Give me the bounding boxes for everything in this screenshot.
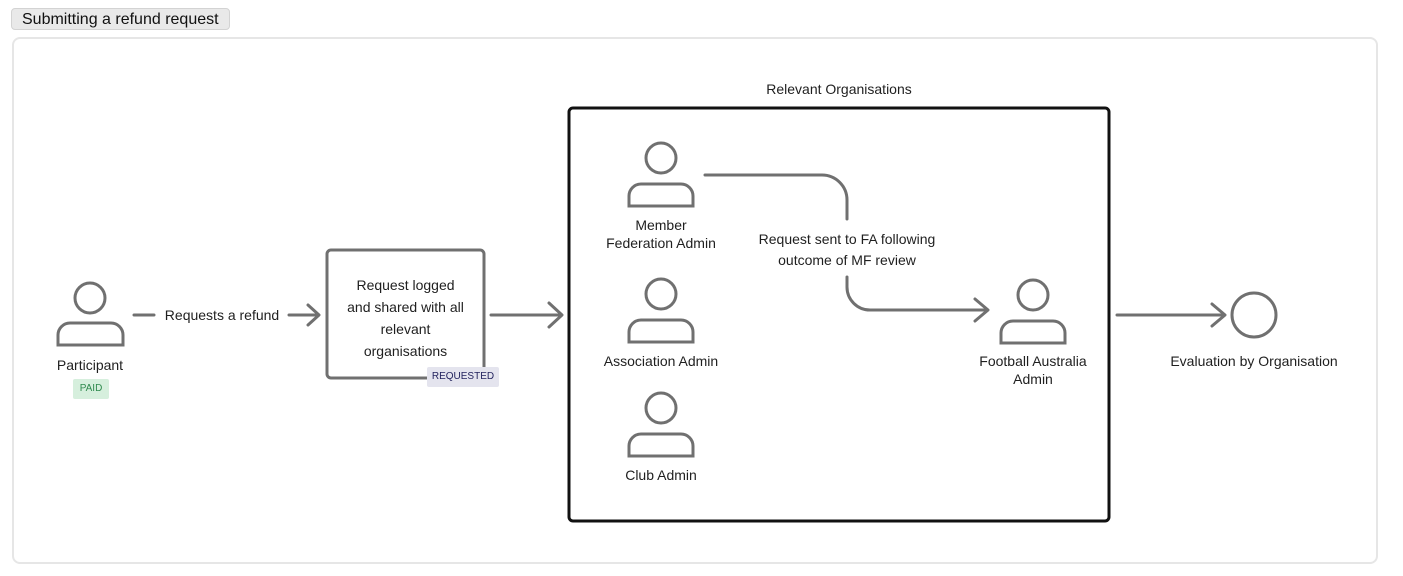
- evaluation-label: Evaluation by Organisation: [1170, 353, 1338, 369]
- request-logged-line-1: Request logged: [356, 277, 455, 293]
- request-logged-text: Request logged and shared with all relev…: [330, 274, 481, 362]
- fa-review-edge-label: Request sent to FA following outcome of …: [737, 229, 957, 271]
- member-federation-line-2: Federation Admin: [606, 235, 716, 251]
- request-logged-line-4: organisations: [363, 343, 448, 359]
- club-person-icon: [627, 391, 695, 458]
- football-australia-line-1: Football Australia: [979, 353, 1087, 369]
- diagram-title: Submitting a refund request: [11, 8, 230, 30]
- member-federation-line-1: Member: [635, 217, 687, 233]
- requests-refund-connector: [132, 303, 321, 327]
- football-australia-line-2: Admin: [1013, 371, 1053, 387]
- evaluation-end-circle: [1230, 291, 1278, 339]
- participant-person-icon: [56, 281, 125, 347]
- request-logged-box: [325, 248, 486, 380]
- mf-to-fa-connector: [703, 173, 990, 323]
- football-australia-person-icon: [999, 278, 1067, 345]
- logged-to-organisations-arrow: [489, 301, 564, 329]
- association-person-icon: [627, 277, 695, 344]
- member-federation-person-icon: [627, 141, 695, 208]
- organisations-group-label: Relevant Organisations: [766, 81, 912, 97]
- participant-label: Participant: [56, 357, 124, 373]
- diagram-frame: [12, 37, 1378, 564]
- association-admin-label: Association Admin: [603, 353, 719, 369]
- request-logged-line-2: and shared with all: [347, 299, 464, 315]
- paid-status-badge: PAID: [73, 379, 109, 399]
- requested-status-badge: REQUESTED: [427, 367, 499, 387]
- fa-to-evaluation-arrow: [1115, 302, 1227, 328]
- fa-review-line-1: Request sent to FA following: [758, 231, 936, 247]
- member-federation-label: Member Federation Admin: [586, 216, 736, 252]
- organisations-group-box: [567, 106, 1111, 523]
- requests-refund-edge-label: Requests a refund: [158, 306, 286, 324]
- fa-review-line-2: outcome of MF review: [778, 252, 916, 268]
- football-australia-label: Football Australia Admin: [958, 352, 1108, 388]
- request-logged-line-3: relevant: [380, 321, 431, 337]
- club-admin-label: Club Admin: [625, 467, 697, 483]
